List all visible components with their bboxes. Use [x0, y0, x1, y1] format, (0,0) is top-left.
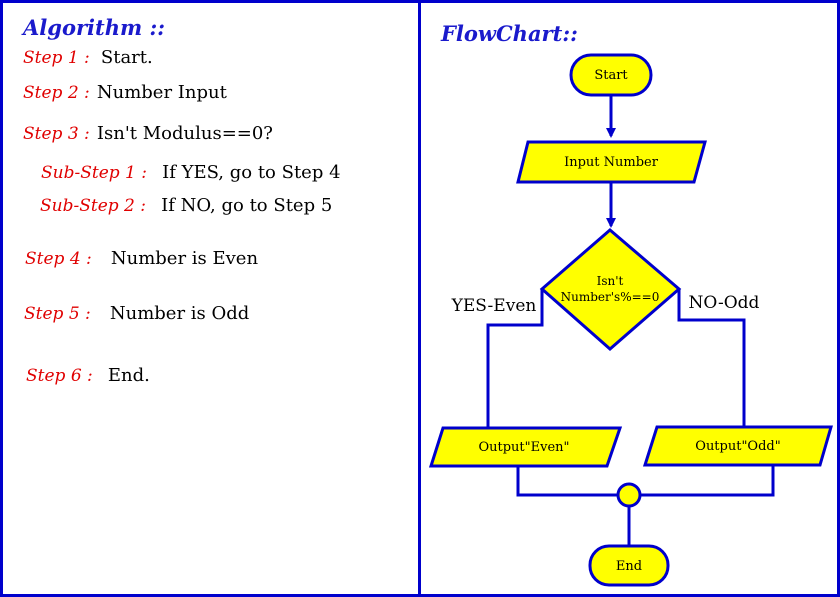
step-5-label: Step 5 : [24, 304, 91, 324]
sub-step-2: Sub-Step 2 : If NO, go to Step 5 [40, 195, 332, 216]
start-label: Start [594, 68, 628, 83]
step-3-text: Isn't Modulus==0? [96, 123, 273, 144]
start-terminal [569, 53, 653, 97]
step-5: Step 5 : Number is Odd [24, 303, 249, 324]
step-6: Step 6 : End. [26, 365, 150, 386]
no-branch-line [677, 289, 746, 427]
decision-label-line-1: Isn't [597, 274, 624, 288]
yes-branch-line [486, 289, 544, 428]
step-1-label: Step 1 : [23, 48, 90, 68]
output-odd-label: Output"Odd" [695, 439, 780, 454]
step-4-text: Number is Even [110, 248, 259, 269]
step-3: Step 3 : Isn't Modulus==0? [23, 123, 273, 144]
sub-step-2-label: Sub-Step 2 : [40, 196, 146, 216]
yes-even-label: YES-Even [451, 296, 537, 316]
step-4: Step 4 : Number is Even [25, 248, 258, 269]
algorithm-panel: Algorithm :: Step 1 : Start. Step 2 : Nu… [0, 0, 421, 597]
step-2-label: Step 2 : [23, 83, 90, 103]
end-label: End [616, 559, 642, 574]
merge-line [516, 465, 775, 497]
output-odd-parallelogram [642, 425, 833, 467]
sub-step-1-label: Sub-Step 1 : [41, 163, 147, 183]
step-1: Step 1 : Start. [23, 47, 153, 68]
algorithm-heading: Algorithm :: [23, 15, 166, 40]
input-parallelogram [516, 140, 707, 184]
connector-circle [616, 482, 642, 508]
sub-step-1-text: If YES, go to Step 4 [162, 162, 341, 183]
sub-step-1: Sub-Step 1 : If YES, go to Step 4 [41, 162, 341, 183]
flowchart-heading: FlowChart:: [441, 21, 578, 46]
step-3-label: Step 3 : [23, 124, 90, 144]
step-2: Step 2 : Number Input [23, 82, 227, 103]
decision-diamond [539, 228, 682, 351]
step-6-label: Step 6 : [26, 366, 93, 386]
step-2-text: Number Input [96, 82, 227, 103]
step-4-label: Step 4 : [25, 249, 92, 269]
step-1-text: Start. [100, 47, 153, 68]
sub-step-2-text: If NO, go to Step 5 [161, 195, 333, 216]
input-label: Input Number [564, 155, 659, 170]
end-terminal [588, 544, 670, 587]
step-5-text: Number is Odd [109, 303, 250, 324]
step-6-text: End. [107, 365, 150, 386]
no-odd-label: NO-Odd [689, 293, 760, 313]
decision-label-line-2: Number's%==0 [561, 290, 660, 304]
output-even-label: Output"Even" [478, 440, 569, 455]
output-even-parallelogram [428, 426, 623, 468]
